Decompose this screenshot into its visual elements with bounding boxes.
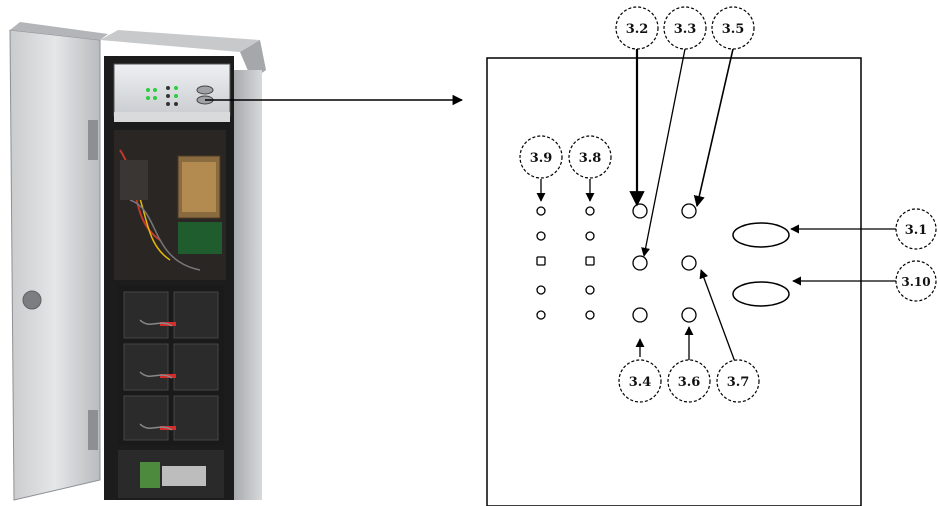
indicator-icon (632, 307, 648, 323)
led-icon (585, 310, 595, 320)
indicator-grid (632, 203, 697, 323)
callout-3-3: 3.3 (663, 6, 707, 50)
callout-3-6: 3.6 (667, 359, 711, 403)
svg-text:3.7: 3.7 (727, 375, 750, 390)
cabinet-interior (114, 130, 226, 280)
callout-3-4: 3.4 (618, 359, 662, 403)
callout-3-10: 3.10 (895, 260, 937, 302)
switch-lower-icon (732, 281, 790, 307)
callout-3-7: 3.7 (716, 359, 760, 403)
battery-icon (173, 343, 219, 391)
indicator-icon (681, 307, 697, 323)
led-column-left (536, 206, 546, 320)
svg-text:3.4: 3.4 (629, 375, 652, 390)
circuit-board-icon (178, 222, 222, 254)
battery-icon (123, 343, 169, 391)
indicator-icon (632, 255, 648, 271)
indicator-icon (632, 203, 648, 219)
battery-icon (123, 291, 169, 339)
panel-outline (486, 57, 862, 506)
svg-text:3.5: 3.5 (722, 22, 745, 37)
panel-leds (146, 86, 178, 106)
led-column-right (585, 206, 595, 320)
door-hinge-icon (88, 120, 98, 160)
svg-text:3.6: 3.6 (678, 375, 701, 390)
led-icon (536, 231, 546, 241)
callout-3-8: 3.8 (568, 135, 612, 179)
led-icon (536, 206, 546, 216)
led-icon (536, 310, 546, 320)
terminal-icon (140, 462, 160, 488)
indicator-icon (681, 203, 697, 219)
battery-icon (173, 395, 219, 441)
control-panel-unit (113, 63, 231, 122)
leader-lines (536, 48, 898, 371)
switch-upper-icon (732, 222, 790, 248)
door-hinge-icon (88, 410, 98, 450)
callout-3-2: 3.2 (615, 6, 659, 50)
panel-diagram: 3.2 3.3 3.5 3.9 3.8 3.1 3.10 3.4 (486, 6, 937, 506)
callout-3-5: 3.5 (711, 6, 755, 50)
led-icon (585, 206, 595, 216)
svg-text:3.2: 3.2 (626, 22, 649, 37)
callout-3-9: 3.9 (519, 135, 563, 179)
battery-icon (173, 291, 219, 339)
led-icon (536, 285, 546, 295)
led-icon (585, 285, 595, 295)
svg-text:3.8: 3.8 (579, 151, 602, 166)
battery-icon (123, 395, 169, 441)
svg-text:3.1: 3.1 (905, 223, 928, 238)
terminal-block (118, 450, 224, 498)
led-icon (536, 256, 546, 266)
cabinet-door (9, 22, 108, 501)
door-lock-icon (22, 290, 42, 310)
panel-switch-icon (196, 85, 214, 95)
led-icon (585, 231, 595, 241)
cabinet-photo (9, 22, 266, 501)
svg-text:3.9: 3.9 (530, 151, 553, 166)
svg-text:3.3: 3.3 (674, 22, 697, 37)
battery-bank (118, 285, 224, 445)
svg-text:3.10: 3.10 (901, 275, 930, 289)
indicator-icon (681, 255, 697, 271)
led-icon (585, 256, 595, 266)
callout-3-1: 3.1 (895, 208, 937, 250)
